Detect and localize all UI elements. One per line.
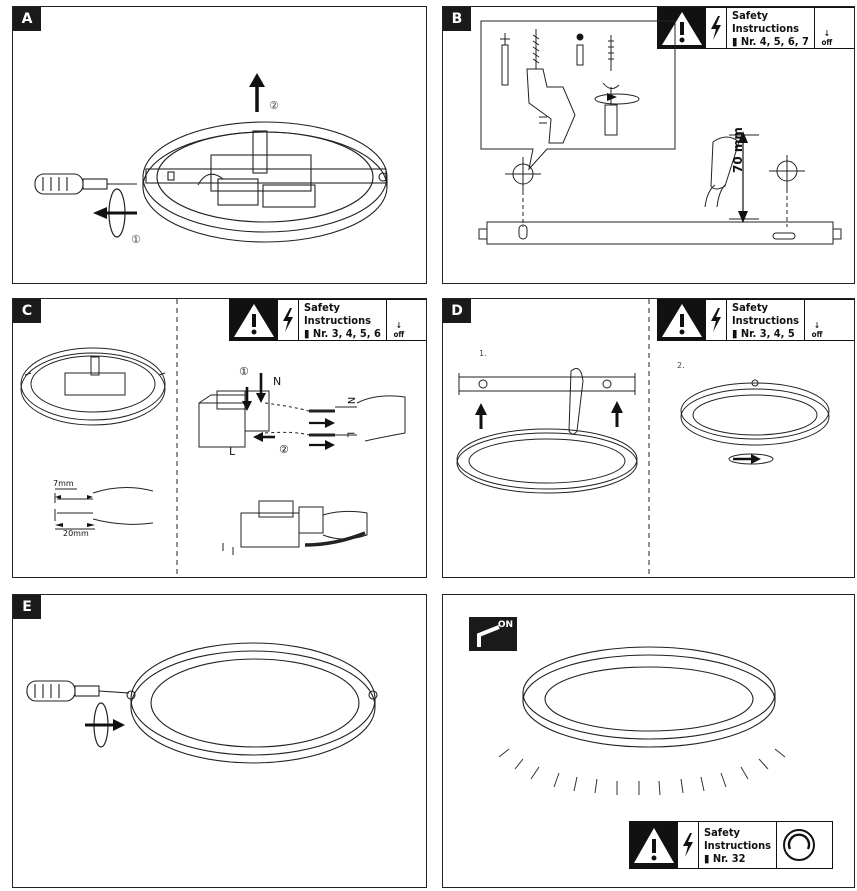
panel-d-illustration bbox=[456, 299, 830, 577]
panel-c-label: C bbox=[13, 299, 41, 323]
wire-n-label: N bbox=[345, 396, 357, 405]
safety-number: ▮ Nr. 3, 4, 5 bbox=[732, 327, 795, 340]
step-1-marker: ① bbox=[239, 365, 249, 378]
panel-f-illustration bbox=[498, 646, 786, 796]
dimension-label: 70 mm bbox=[731, 127, 745, 173]
safety-subtitle: Instructions bbox=[732, 314, 800, 327]
safety-instructions-box: Safety Instructions ▮ Nr. 3, 4, 5, 6 ↓of… bbox=[229, 299, 426, 341]
safety-number: ▮ Nr. 3, 4, 5, 6 bbox=[304, 327, 381, 340]
power-off-icon: ↓off bbox=[385, 300, 411, 340]
dimmer-dial-icon bbox=[776, 822, 821, 868]
strip-length-long: 20mm bbox=[63, 529, 89, 538]
safety-instructions-box: Safety Instructions ▮ Nr. 4, 5, 6, 7 ↓of… bbox=[657, 7, 854, 49]
strip-length-short: 7mm bbox=[53, 479, 74, 488]
safety-instructions-box: Safety Instructions ▮ Nr. 32 bbox=[629, 821, 833, 869]
panel-c-illustration bbox=[20, 299, 406, 577]
safety-subtitle: Instructions bbox=[304, 314, 372, 327]
panel-a: A ② ① bbox=[12, 6, 427, 284]
panel-e: E bbox=[12, 594, 427, 888]
panel-e-label: E bbox=[13, 595, 41, 619]
electric-bolt-icon bbox=[706, 300, 727, 340]
power-off-icon: ↓off bbox=[804, 300, 829, 340]
safety-title: Safety bbox=[732, 9, 769, 22]
switch-on-icon: ON bbox=[469, 617, 517, 651]
safety-subtitle: Instructions bbox=[704, 839, 772, 852]
panel-b-illustration bbox=[478, 20, 842, 245]
step-2-marker: ② bbox=[269, 99, 279, 112]
power-off-icon: ↓off bbox=[813, 8, 839, 48]
panel-b: B Safety Instructions ▮ Nr. 4, 5, 6, 7 ↓… bbox=[442, 6, 855, 284]
warning-triangle-icon bbox=[630, 822, 678, 868]
panel-d-label: D bbox=[443, 299, 471, 323]
safety-subtitle: Instructions bbox=[732, 22, 800, 35]
safety-number: ▮ Nr. 32 bbox=[704, 852, 746, 865]
warning-triangle-icon bbox=[658, 300, 706, 340]
panel-f: ON Safety Instructions ▮ Nr. 32 bbox=[442, 594, 855, 888]
electric-bolt-icon bbox=[706, 8, 727, 48]
panel-c: C Safety Instructions ▮ Nr. 3, 4, 5, 6 ↓… bbox=[12, 298, 427, 578]
safety-instructions-box: Safety Instructions ▮ Nr. 3, 4, 5 ↓off bbox=[657, 299, 854, 341]
safety-number: ▮ Nr. 4, 5, 6, 7 bbox=[732, 35, 809, 48]
panel-a-illustration bbox=[34, 73, 388, 243]
step-1-marker: 1. bbox=[479, 349, 487, 358]
step-1-marker: ① bbox=[131, 233, 141, 246]
panel-b-label: B bbox=[443, 7, 471, 31]
panel-a-label: A bbox=[13, 7, 41, 31]
safety-title: Safety bbox=[304, 301, 341, 314]
electric-bolt-icon bbox=[278, 300, 299, 340]
warning-triangle-icon bbox=[658, 8, 706, 48]
panel-d: D Safety Instructions ▮ Nr. 3, 4, 5 ↓off bbox=[442, 298, 855, 578]
wire-l-label: L bbox=[344, 431, 356, 438]
wire-n-label: N bbox=[273, 375, 282, 388]
switch-on-label: ON bbox=[497, 620, 513, 630]
wire-l-label: L bbox=[229, 445, 236, 458]
safety-title: Safety bbox=[732, 301, 769, 314]
screwdriver-icon bbox=[34, 173, 137, 195]
warning-triangle-icon bbox=[230, 300, 278, 340]
electric-bolt-icon bbox=[678, 822, 699, 868]
step-2-marker: ② bbox=[279, 443, 289, 456]
panel-e-illustration bbox=[26, 642, 378, 764]
step-2-marker: 2. bbox=[677, 361, 685, 370]
light-rays-icon bbox=[498, 748, 786, 796]
screwdriver-icon bbox=[26, 680, 130, 702]
safety-title: Safety bbox=[704, 826, 741, 839]
